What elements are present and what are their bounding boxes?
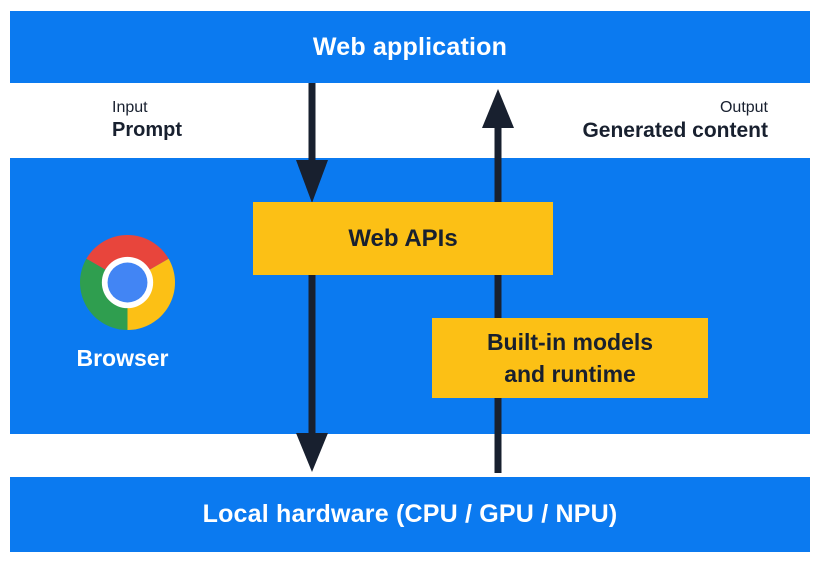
builtin-models-label-line2: and runtime [504,361,636,387]
output-label: Generated content [582,119,768,142]
chrome-icon [80,235,175,330]
web-apis-node: Web APIs [253,202,553,275]
web-application-label: Web application [312,32,508,61]
input-annotation: Input Prompt [112,97,182,143]
web-application-layer: Web application [10,11,810,83]
local-hardware-layer: Local hardware (CPU / GPU / NPU) [10,477,810,552]
browser-label: Browser [76,345,169,371]
output-annotation: Output Generated content [582,97,768,143]
builtin-models-node: Built-in models and runtime [432,318,708,398]
output-flow-arrow [482,89,514,473]
output-kicker: Output [719,99,768,116]
builtin-models-label-line1: Built-in models [486,329,654,355]
input-kicker: Input [112,99,148,116]
chrome-icon-graphic [80,235,175,330]
input-label: Prompt [112,119,182,141]
local-hardware-label: Local hardware (CPU / GPU / NPU) [202,500,618,528]
web-apis-label: Web APIs [348,224,458,252]
input-flow-arrow [296,83,328,472]
